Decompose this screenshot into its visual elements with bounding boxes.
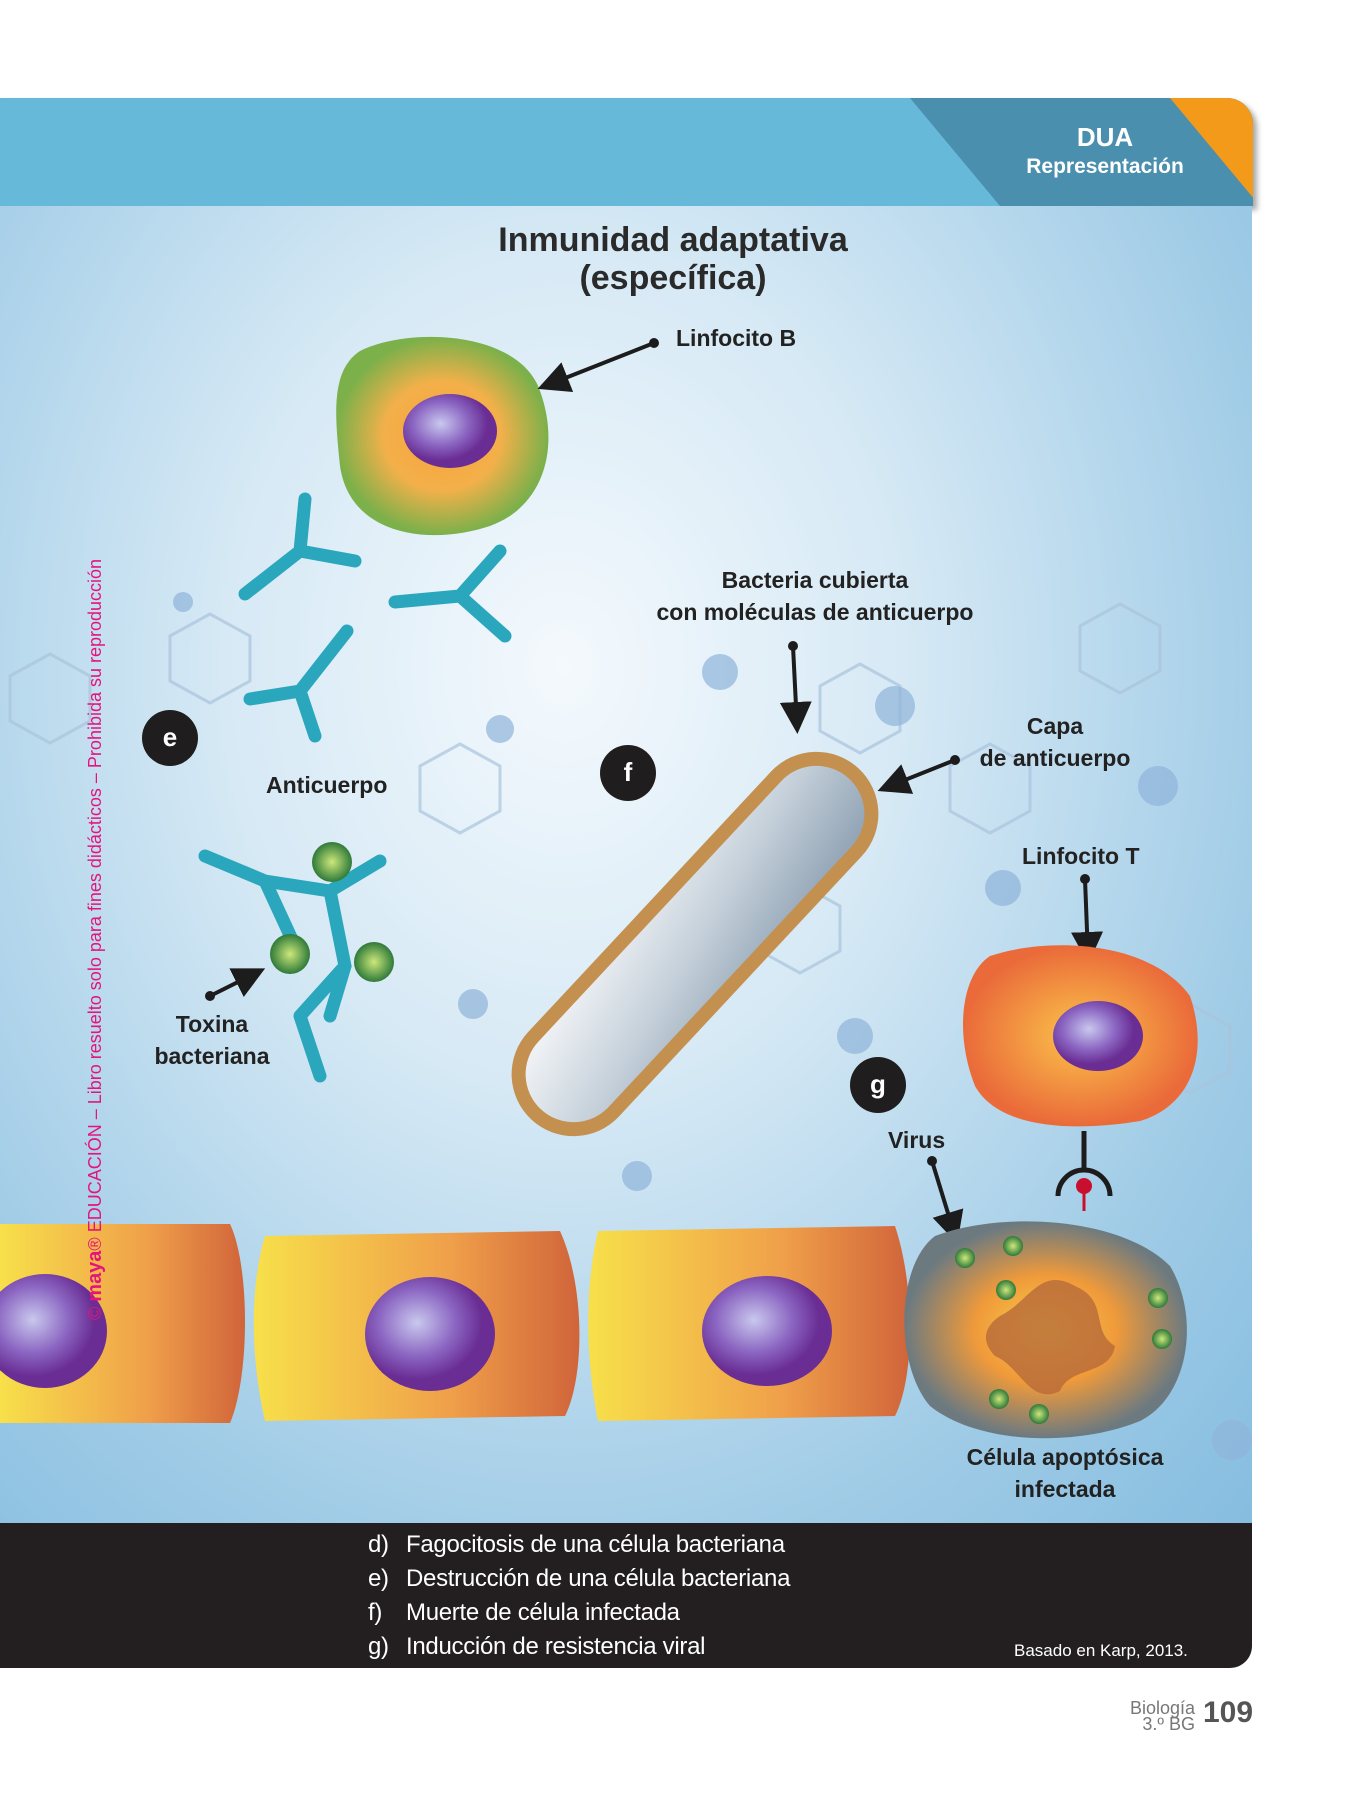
copyright-symbol: © xyxy=(85,1306,105,1320)
epithelial-cells xyxy=(0,1224,910,1423)
legend-letter: d) xyxy=(368,1531,389,1558)
legend-letter: f) xyxy=(368,1599,383,1626)
label-capa: Capa de anticuerpo xyxy=(960,710,1150,774)
viruses xyxy=(955,1236,1172,1424)
molecule-background xyxy=(8,602,1232,1095)
t-cell-receptor xyxy=(1055,1131,1113,1211)
antibodies xyxy=(198,492,512,1083)
capa-line-2: de anticuerpo xyxy=(979,745,1131,771)
badge-f: f xyxy=(600,745,656,801)
celula-line-1: Célula apoptósica xyxy=(966,1444,1164,1470)
source-citation: Basado en Karp, 2013. xyxy=(1014,1641,1188,1660)
watermark-brand: maya xyxy=(84,1250,106,1302)
footer-subject-name: Biología xyxy=(1129,1698,1195,1718)
badge-e: e xyxy=(142,710,198,766)
legend-item: e) Destrucción de una célula bacteriana xyxy=(368,1565,790,1593)
page-number: 109 xyxy=(1203,1696,1254,1729)
legend-item: g) Inducción de resistencia viral xyxy=(368,1633,705,1661)
bacteria-line-1: Bacteria cubierta xyxy=(721,567,909,593)
label-toxina: Toxina bacteriana xyxy=(142,1008,282,1072)
figure-title: Inmunidad adaptativa(específica) xyxy=(440,221,906,297)
title-line-2: (específica) xyxy=(579,259,767,297)
molecule-dots xyxy=(173,592,1252,1460)
legend-item: d) Fagocitosis de una célula bacteriana xyxy=(368,1531,785,1559)
b-lymphocyte-nucleus xyxy=(403,394,497,468)
t-lymphocyte-nucleus xyxy=(1053,1001,1143,1071)
legend-box: d) Fagocitosis de una célula bacteriana e… xyxy=(0,1523,1252,1668)
legend-text: Fagocitosis de una célula bacteriana xyxy=(406,1531,785,1558)
section-banner xyxy=(0,98,1253,206)
capa-line-1: Capa xyxy=(1026,713,1084,739)
label-linfocito-b: Linfocito B xyxy=(676,325,797,351)
dua-title: DUA xyxy=(1076,122,1134,152)
copyright-watermark: © maya® EDUCACIÓN – Libro resuelto solo … xyxy=(84,559,107,1320)
bacterial-toxins xyxy=(270,842,394,982)
watermark-text: EDUCACIÓN – Libro resuelto solo para fin… xyxy=(85,558,105,1233)
legend-letter: e) xyxy=(368,1565,389,1592)
legend-text: Muerte de célula infectada xyxy=(406,1599,680,1626)
label-anticuerpo: Anticuerpo xyxy=(266,772,388,798)
dua-subtitle: Representación xyxy=(1026,155,1184,178)
label-celula-apoptosica: Célula apoptósica infectada xyxy=(950,1441,1180,1505)
label-bacteria: Bacteria cubierta con moléculas de anticu… xyxy=(620,564,1010,628)
apoptotic-nucleus xyxy=(985,1279,1115,1395)
toxina-line-2: bacteriana xyxy=(154,1043,270,1069)
title-line-1: Inmunidad adaptativa xyxy=(498,221,848,259)
label-virus: Virus xyxy=(888,1127,946,1153)
badge-g: g xyxy=(850,1057,906,1113)
dua-badge: DUA Representación xyxy=(1000,122,1210,179)
pointer-arrows xyxy=(205,338,1104,1244)
label-linfocito-t: Linfocito T xyxy=(1022,843,1140,869)
bacteria-line-2: con moléculas de anticuerpo xyxy=(656,599,974,625)
illustration-drawing xyxy=(0,336,1252,1460)
legend-text: Destrucción de una célula bacteriana xyxy=(406,1565,791,1592)
legend-letter: g) xyxy=(368,1633,389,1660)
footer-grade: 3.º BG xyxy=(1142,1714,1195,1734)
legend-item: f) Muerte de célula infectada xyxy=(368,1599,680,1627)
bacterium xyxy=(511,751,879,1137)
celula-line-2: infectada xyxy=(1014,1476,1116,1502)
registered-symbol: ® xyxy=(85,1237,105,1251)
immunity-illustration: Inmunidad adaptativa(específica) Linfoci… xyxy=(0,206,1252,1523)
legend-text: Inducción de resistencia viral xyxy=(406,1633,706,1660)
toxina-line-1: Toxina xyxy=(175,1011,249,1037)
